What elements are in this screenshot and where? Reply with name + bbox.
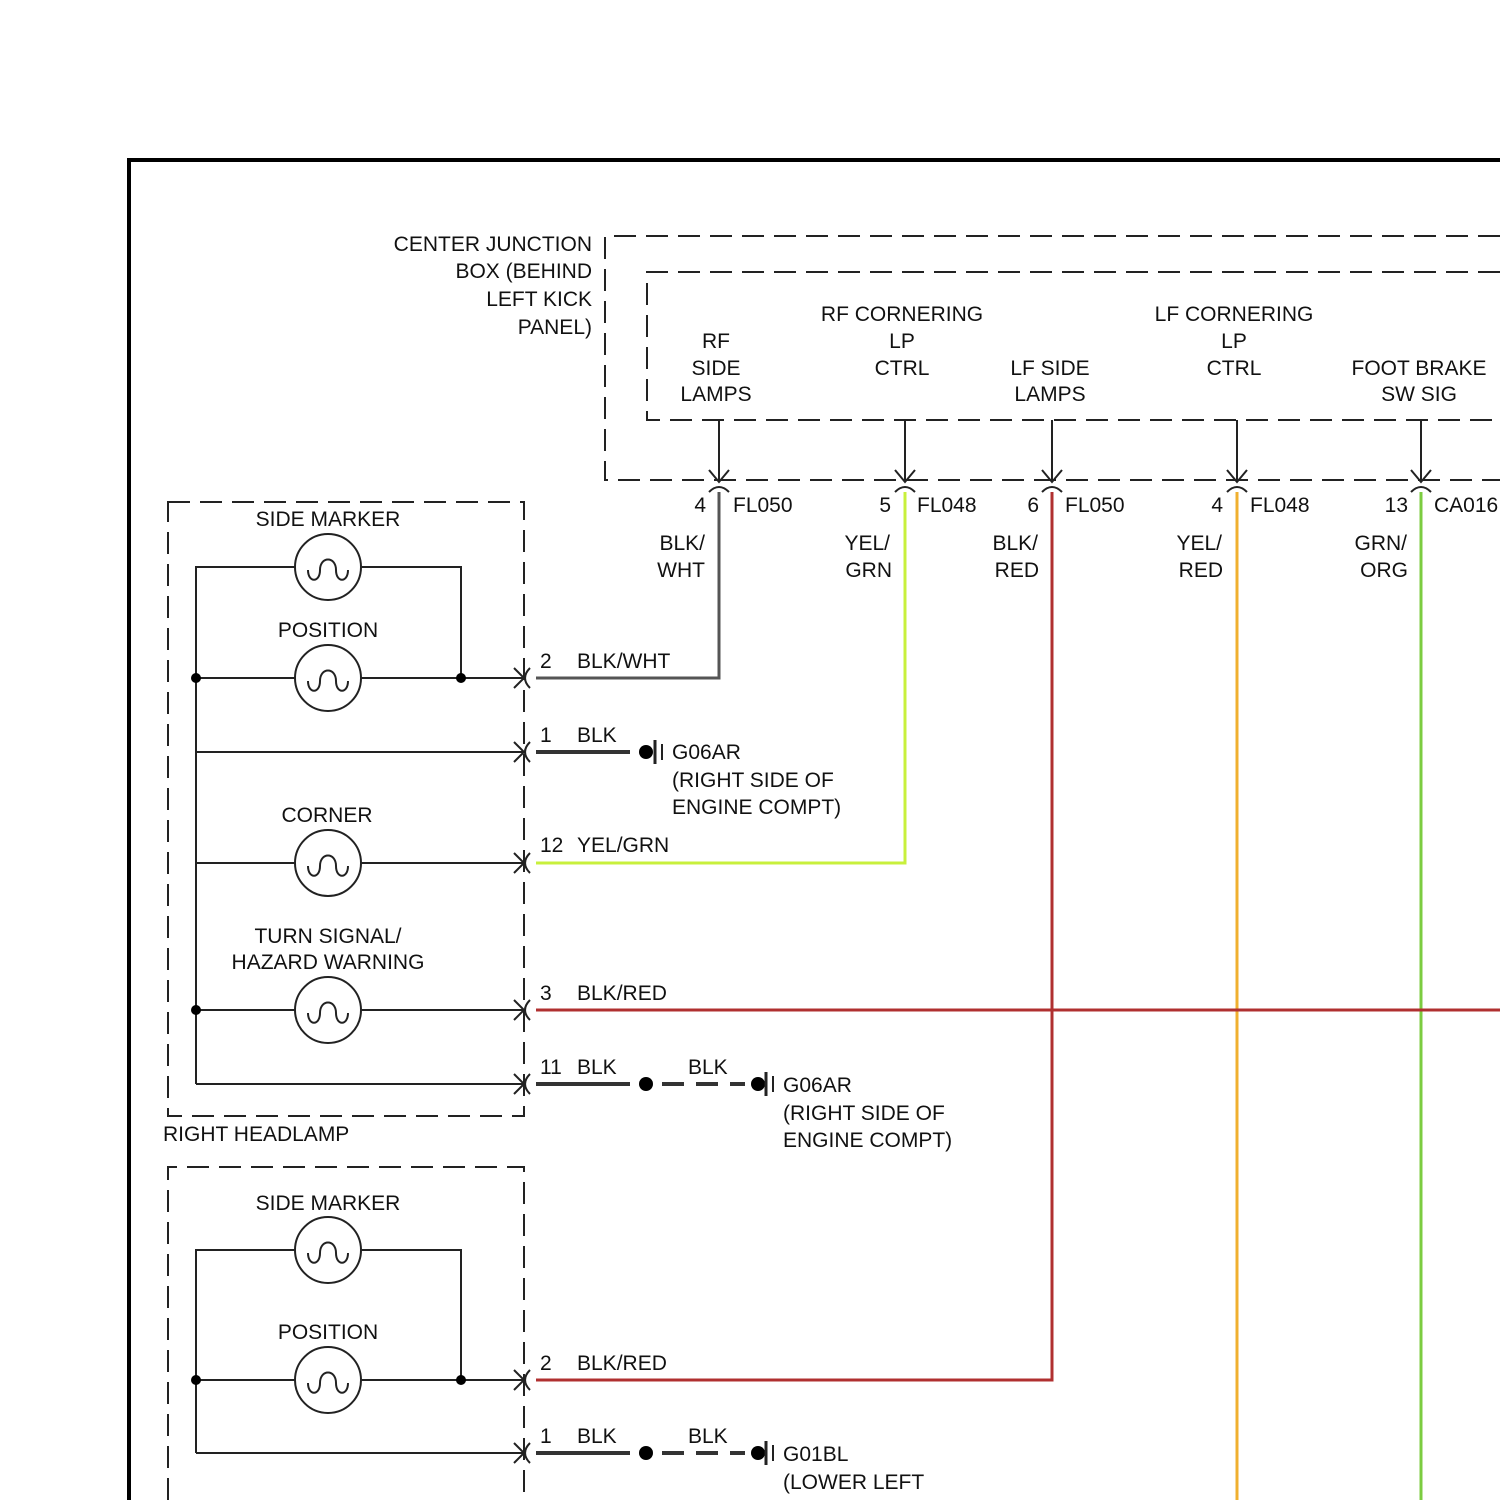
wire-color-label: RED xyxy=(995,559,1039,582)
jb-function-label: LF CORNERING xyxy=(1155,303,1314,326)
bulb-icon xyxy=(295,645,361,711)
bulb-label: CORNER xyxy=(281,804,372,827)
wire-blk-red xyxy=(536,492,1052,1380)
pin-number: 1 xyxy=(540,1425,552,1448)
junction-box-label-line: BOX (BEHIND xyxy=(455,260,592,283)
jb-pin-number: 4 xyxy=(694,494,706,517)
bulb-label: POSITION xyxy=(278,619,378,642)
pin-number: 11 xyxy=(540,1056,562,1079)
bulb-label: POSITION xyxy=(278,1321,378,1344)
jb-function-label: CTRL xyxy=(875,357,930,380)
jb-function-label: LF SIDE xyxy=(1010,357,1089,380)
bulb-icon xyxy=(295,830,361,896)
ground-location: (LOWER LEFT xyxy=(783,1471,924,1494)
wire-color-label: ORG xyxy=(1360,559,1408,582)
pin-wire-label: BLK/RED xyxy=(577,982,667,1005)
jb-connector-id: FL050 xyxy=(1065,494,1125,517)
pin-wire-label: BLK xyxy=(577,1425,617,1448)
wire-color-label: GRN/ xyxy=(1355,532,1408,555)
jb-function-label: SIDE xyxy=(691,357,740,380)
right-headlamp: RIGHT HEADLAMP SIDE MARKER POSITION CORN… xyxy=(163,502,728,1146)
pin-wire-label: BLK/RED xyxy=(577,1352,667,1375)
connector-pin-arrows xyxy=(514,1370,530,1463)
jb-terminal-leads xyxy=(709,420,1431,492)
harness-wires xyxy=(536,492,1500,1500)
pin-wire-label: BLK xyxy=(577,1056,617,1079)
splice-dot xyxy=(456,1375,466,1385)
splice-dot xyxy=(456,673,466,683)
pin-number: 2 xyxy=(540,1352,552,1375)
pin-wire-label: BLK xyxy=(688,1056,728,1079)
jb-function-label: LAMPS xyxy=(1014,383,1085,406)
junction-box-label-line: PANEL) xyxy=(518,316,592,339)
junction-box-label-line: LEFT KICK xyxy=(486,288,592,311)
wire-color-label: RED xyxy=(1179,559,1223,582)
splice-dot xyxy=(191,1375,201,1385)
wire-color-label: BLK/ xyxy=(659,532,705,555)
pin-number: 3 xyxy=(540,982,552,1005)
jb-pin-number: 13 xyxy=(1385,494,1408,517)
jb-connector-id: FL048 xyxy=(1250,494,1310,517)
jb-function-label: RF CORNERING xyxy=(821,303,983,326)
jb-pin-number: 4 xyxy=(1211,494,1223,517)
bulb-icon xyxy=(295,977,361,1043)
jb-function-label: LP xyxy=(889,330,915,353)
ground-location: (RIGHT SIDE OF xyxy=(672,769,834,792)
wire-color-label: BLK/ xyxy=(992,532,1038,555)
jb-pin-number: 5 xyxy=(879,494,891,517)
ground-id: G06AR xyxy=(672,741,741,764)
splice-dot xyxy=(191,673,201,683)
wire-color-label: YEL/ xyxy=(844,532,890,555)
connector-pin-arrows xyxy=(514,668,530,1094)
bulb-icon xyxy=(295,1217,361,1283)
jb-function-label: RF xyxy=(702,330,730,353)
bulb-icon xyxy=(295,534,361,600)
jb-function-label: LAMPS xyxy=(680,383,751,406)
jb-connector-id: CA016 xyxy=(1434,494,1498,517)
pin-wire-label: YEL/GRN xyxy=(577,834,669,857)
ground-location: ENGINE COMPT) xyxy=(672,796,841,819)
pin-number: 12 xyxy=(540,834,563,857)
wire-color-label: WHT xyxy=(657,559,705,582)
bulb-label: HAZARD WARNING xyxy=(232,951,425,974)
junction-box-label-line: CENTER JUNCTION xyxy=(394,233,592,256)
jb-connector-id: FL050 xyxy=(733,494,793,517)
pin-number: 2 xyxy=(540,650,552,673)
jb-function-label: LP xyxy=(1221,330,1247,353)
pin-wire-label: BLK xyxy=(577,724,617,747)
jb-function-label: FOOT BRAKE xyxy=(1352,357,1487,380)
jb-function-label: SW SIG xyxy=(1381,383,1457,406)
pin-number: 1 xyxy=(540,724,552,747)
jb-pin-number: 6 xyxy=(1027,494,1039,517)
ground-id: G06AR xyxy=(783,1074,852,1097)
ground-location: ENGINE COMPT) xyxy=(783,1129,952,1152)
pin-wire-label: BLK/WHT xyxy=(577,650,671,673)
bulb-label: TURN SIGNAL/ xyxy=(254,925,401,948)
ground-id: G01BL xyxy=(783,1443,848,1466)
jb-connector-id: FL048 xyxy=(917,494,977,517)
bulb-label: SIDE MARKER xyxy=(256,508,401,531)
splice-dot xyxy=(191,1005,201,1015)
ground-location: (RIGHT SIDE OF xyxy=(783,1102,945,1125)
bulb-icon xyxy=(295,1347,361,1413)
jb-function-label: CTRL xyxy=(1207,357,1262,380)
wire-color-label: YEL/ xyxy=(1176,532,1222,555)
pin-wire-label: BLK xyxy=(688,1425,728,1448)
bulb-label: SIDE MARKER xyxy=(256,1192,401,1215)
right-headlamp-label: RIGHT HEADLAMP xyxy=(163,1123,349,1146)
center-junction-box: CENTER JUNCTION BOX (BEHIND LEFT KICK PA… xyxy=(394,233,1500,582)
wire-color-label: GRN xyxy=(845,559,892,582)
